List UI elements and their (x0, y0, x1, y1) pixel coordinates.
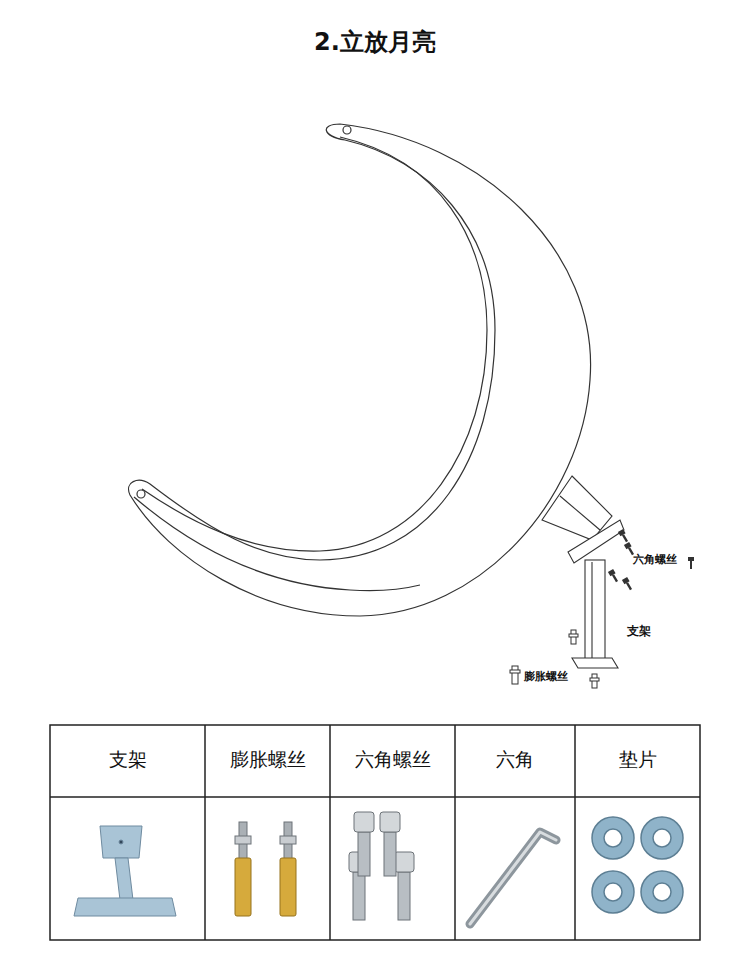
stand-plate (568, 520, 624, 563)
stand-figure (542, 476, 624, 668)
part-label: 六角螺丝 (633, 553, 677, 566)
stand-post-edge (591, 562, 592, 658)
stand-part (74, 826, 176, 916)
moon-edge-line (134, 497, 420, 591)
table-header: 膨胀螺丝 (205, 748, 330, 771)
expansion-bolts (510, 630, 599, 688)
stand-foot (572, 658, 618, 668)
table-header: 六角螺丝 (330, 748, 455, 771)
title: 2.立放月亮 (0, 28, 750, 57)
hex-screws (608, 529, 694, 591)
table-header: 支架 (50, 748, 205, 771)
part-label: 膨胀螺丝 (524, 670, 568, 683)
hang-hole (137, 490, 145, 498)
stand-tube (542, 476, 612, 540)
parts-table (50, 725, 700, 940)
part-label: 支架 (627, 624, 651, 638)
stand-tube-edge (560, 496, 600, 530)
moon-figure (129, 124, 591, 616)
expansion-bolt-part (235, 822, 296, 916)
stand-post (585, 560, 605, 660)
hex-screw-part (349, 812, 414, 920)
washer-part (592, 817, 683, 913)
table-header: 六角 (455, 748, 575, 771)
hang-hole (343, 126, 351, 134)
moon-outline (129, 124, 591, 616)
moon-edge-line (142, 137, 487, 551)
table-header: 垫片 (575, 748, 700, 771)
allen-key-part (470, 832, 556, 924)
